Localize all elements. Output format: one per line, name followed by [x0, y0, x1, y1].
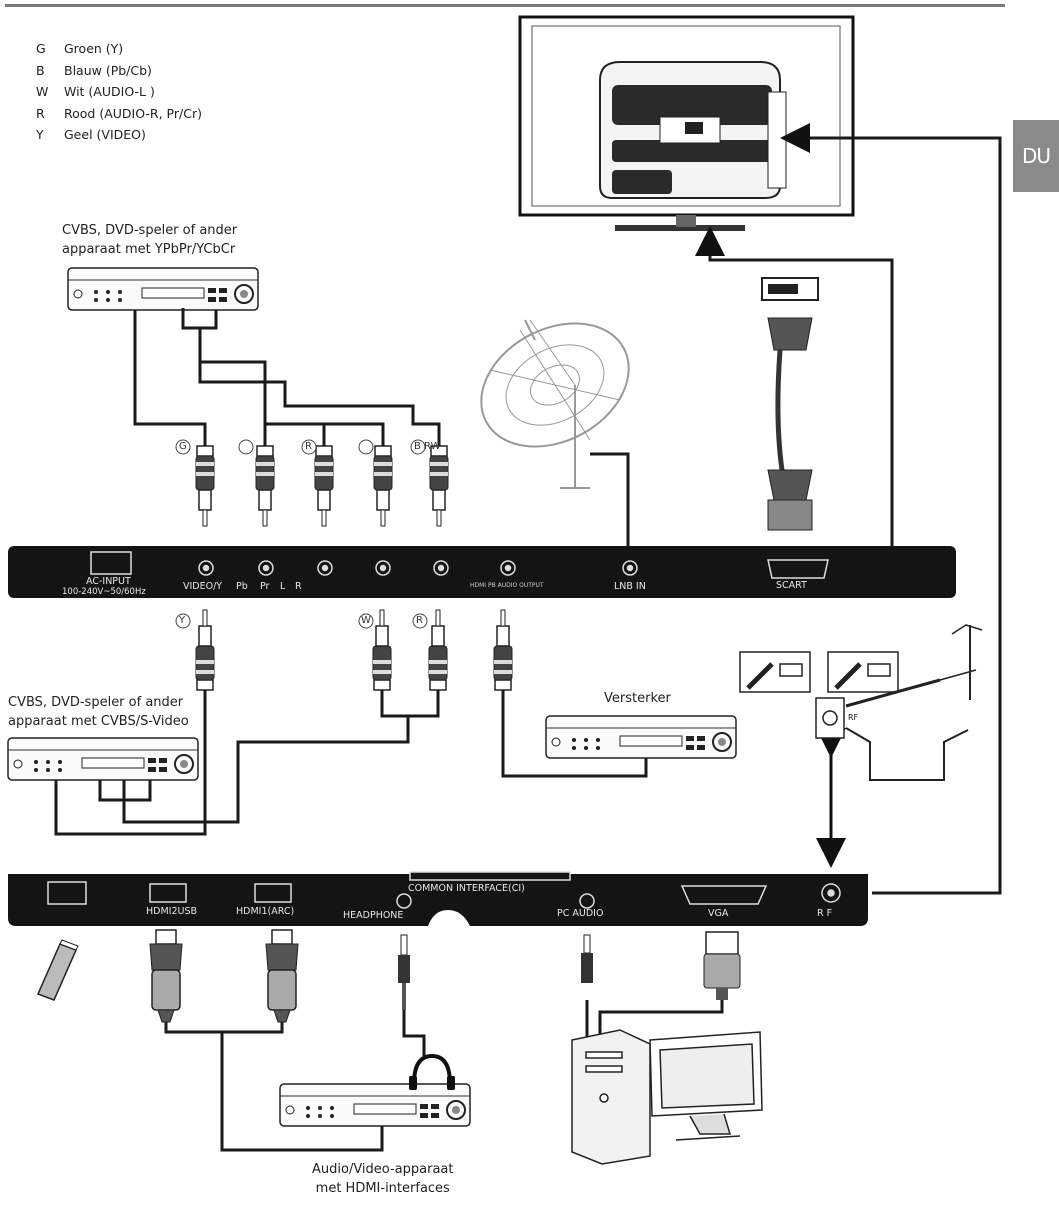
connection-lines [54, 123, 1002, 1152]
port-r: R [295, 581, 302, 592]
plug-label-g: G [179, 441, 187, 452]
satellite-dish [480, 319, 630, 489]
plug-label-r: R [305, 441, 312, 452]
plug-label-w: W [361, 615, 371, 626]
hdmi-device-caption: Audio/Video-apparaat met HDMI-interfaces [312, 1162, 454, 1196]
headphone-plug-and-headphones [398, 934, 455, 1090]
ypbpr-device-caption: CVBS, DVD-speler of ander apparaat met Y… [62, 223, 238, 257]
port-rf: R F [817, 908, 833, 919]
plug-label-y: Y [179, 615, 186, 626]
hdmi-plug-right [265, 929, 299, 1023]
port-hdmi2-usb: HDMI2USB [146, 906, 198, 917]
port-lnb-in: LNB IN [614, 581, 646, 592]
top-rca-plugs [175, 439, 449, 527]
port-headphone: HEADPHONE [343, 910, 404, 921]
tv-rear-view [518, 15, 855, 231]
port-scart: SCART [776, 580, 807, 591]
port-vga: VGA [708, 908, 729, 919]
port-pb: Pb [236, 581, 248, 592]
port-l: L [280, 581, 286, 592]
antenna-connector [739, 624, 983, 781]
ac-input-label: AC-INPUT [86, 576, 131, 587]
hdmi-device [279, 1083, 471, 1127]
plug-label-brw: B RW [414, 441, 441, 452]
port-pr: Pr [260, 581, 270, 592]
hdmi-plug-left [149, 929, 183, 1023]
scart-cable [761, 277, 819, 531]
ac-input-voltage: 100-240V~50/60Hz [62, 587, 146, 597]
connector-panel-top [8, 546, 956, 598]
language-tab: DU [1013, 120, 1059, 192]
port-optical: HDMI PB AUDIO OUTPUT [470, 582, 544, 589]
computer [571, 1029, 763, 1165]
port-pc-audio: PC AUDIO [557, 908, 604, 919]
port-video-y: VIDEO/Y [183, 581, 223, 592]
plug-label-r-bottom: R [416, 615, 423, 626]
rf-tag: RF [848, 713, 859, 722]
vga-plug [703, 931, 741, 1000]
port-hdmi1-arc: HDMI1(ARC) [236, 906, 295, 917]
bottom-rca-plugs [175, 609, 513, 691]
pc-audio-plug [581, 934, 593, 983]
connector-panel-bottom [8, 874, 868, 926]
usb-stick [36, 939, 79, 1001]
amplifier-caption: Versterker [604, 691, 671, 706]
cvbs-device-caption: CVBS, DVD-speler of ander apparaat met C… [8, 695, 189, 729]
cvbs-device [7, 737, 199, 781]
ypbpr-device [67, 267, 259, 311]
top-rule [5, 4, 1005, 7]
port-common-interface: COMMON INTERFACE(CI) [408, 883, 525, 894]
amplifier-device [545, 715, 737, 759]
